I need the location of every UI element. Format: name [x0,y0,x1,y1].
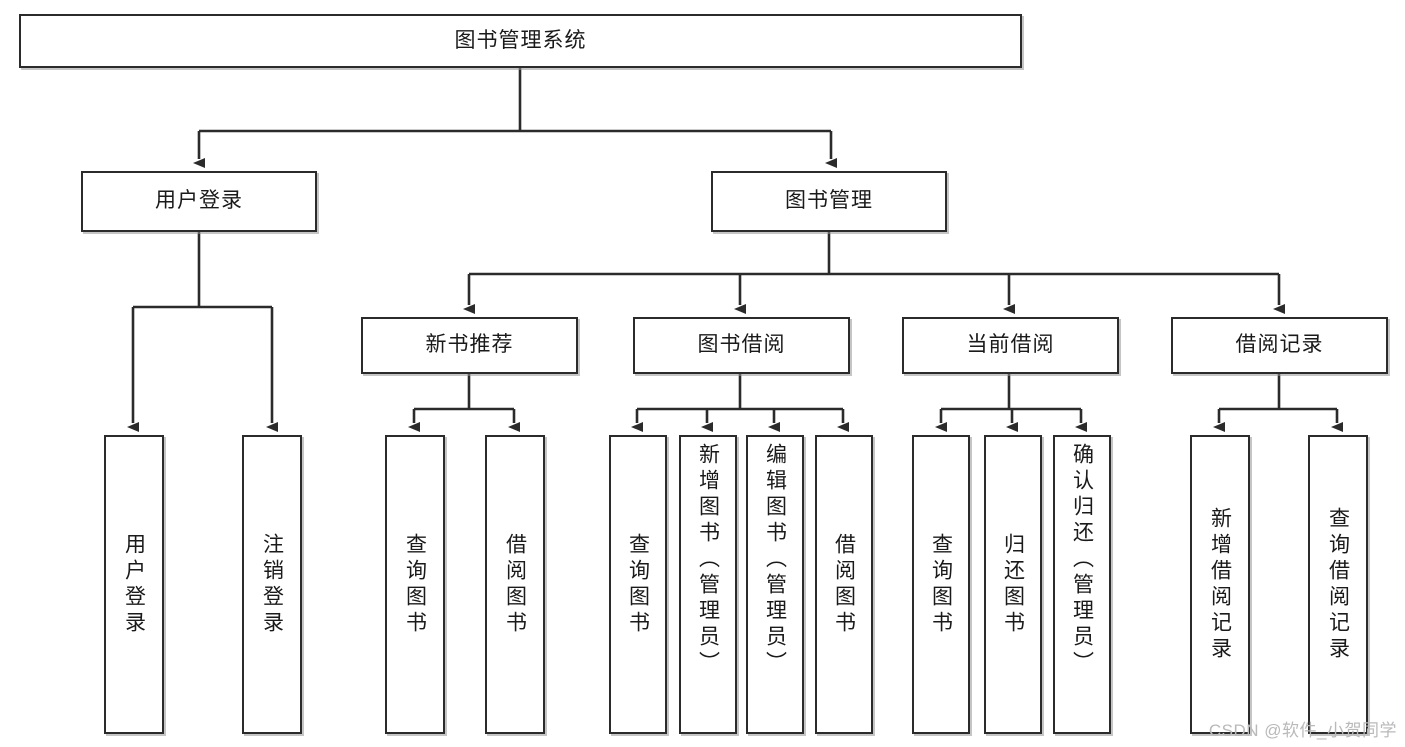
node-leaf-cb-return[interactable]: 归还图书 [984,435,1042,734]
node-current-borrow-label: 当前借阅 [966,333,1055,357]
node-root[interactable]: 图书管理系统 [19,14,1022,68]
node-leaf-user-logout[interactable]: 注销登录 [242,435,302,734]
node-current-borrow[interactable]: 当前借阅 [902,317,1119,374]
node-book-manage[interactable]: 图书管理 [711,171,947,232]
node-leaf-br-add[interactable]: 新增借阅记录 [1190,435,1250,734]
node-leaf-rec-query-label: 查询图书 [403,532,427,637]
node-leaf-cb-confirm-label: 确认归还（管理员） [1070,443,1094,677]
node-root-label: 图书管理系统 [454,28,587,52]
node-leaf-cb-return-label: 归还图书 [1001,532,1025,637]
node-user-login[interactable]: 用户登录 [81,171,317,232]
node-leaf-cb-confirm[interactable]: 确认归还（管理员） [1053,435,1111,734]
node-leaf-bb-borrow[interactable]: 借阅图书 [815,435,873,734]
node-leaf-bb-edit-label: 编辑图书（管理员） [763,443,787,677]
node-leaf-rec-borrow-label: 借阅图书 [503,532,527,637]
node-book-manage-label: 图书管理 [785,189,873,213]
node-leaf-bb-borrow-label: 借阅图书 [832,532,856,637]
watermark: CSDN @软件_小贺同学 [1208,721,1397,740]
node-leaf-user-logout-label: 注销登录 [260,532,284,637]
node-leaf-user-login[interactable]: 用户登录 [104,435,164,734]
node-book-borrow[interactable]: 图书借阅 [633,317,850,374]
node-leaf-bb-query-label: 查询图书 [626,532,650,637]
node-leaf-user-login-label: 用户登录 [122,532,146,637]
node-leaf-cb-query[interactable]: 查询图书 [912,435,970,734]
node-leaf-bb-edit[interactable]: 编辑图书（管理员） [746,435,804,734]
node-leaf-bb-add-label: 新增图书（管理员） [696,443,720,677]
node-borrow-record-label: 借阅记录 [1235,333,1324,357]
node-user-login-label: 用户登录 [155,189,243,213]
node-book-borrow-label: 图书借阅 [697,333,786,357]
node-borrow-record[interactable]: 借阅记录 [1171,317,1388,374]
node-leaf-rec-query[interactable]: 查询图书 [385,435,445,734]
node-new-book-rec-label: 新书推荐 [425,333,514,357]
node-leaf-br-add-label: 新增借阅记录 [1208,506,1232,663]
node-leaf-bb-add[interactable]: 新增图书（管理员） [679,435,737,734]
node-leaf-rec-borrow[interactable]: 借阅图书 [485,435,545,734]
node-leaf-br-query[interactable]: 查询借阅记录 [1308,435,1368,734]
node-leaf-br-query-label: 查询借阅记录 [1326,506,1350,663]
node-leaf-bb-query[interactable]: 查询图书 [609,435,667,734]
node-leaf-cb-query-label: 查询图书 [929,532,953,637]
node-new-book-rec[interactable]: 新书推荐 [361,317,578,374]
